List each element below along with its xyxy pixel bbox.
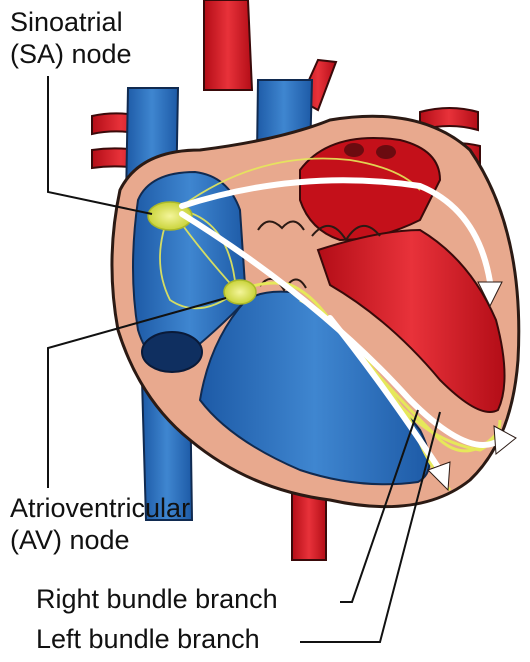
av-node xyxy=(224,280,256,304)
sa-node-label-line2: (SA) node xyxy=(10,38,132,70)
aorta xyxy=(204,0,252,90)
av-node-label: Atrioventricular (AV) node xyxy=(10,492,190,556)
av-node-label-line1: Atrioventricular xyxy=(10,492,190,524)
av-node-label-line2: (AV) node xyxy=(10,524,190,556)
arrowhead-apex xyxy=(494,426,516,454)
left-bundle-branch-label: Left bundle branch xyxy=(36,623,260,655)
right-bundle-branch-label: Right bundle branch xyxy=(36,583,278,615)
sa-node-label-line1: Sinoatrial xyxy=(10,6,132,38)
sa-node-label: Sinoatrial (SA) node xyxy=(10,6,132,70)
